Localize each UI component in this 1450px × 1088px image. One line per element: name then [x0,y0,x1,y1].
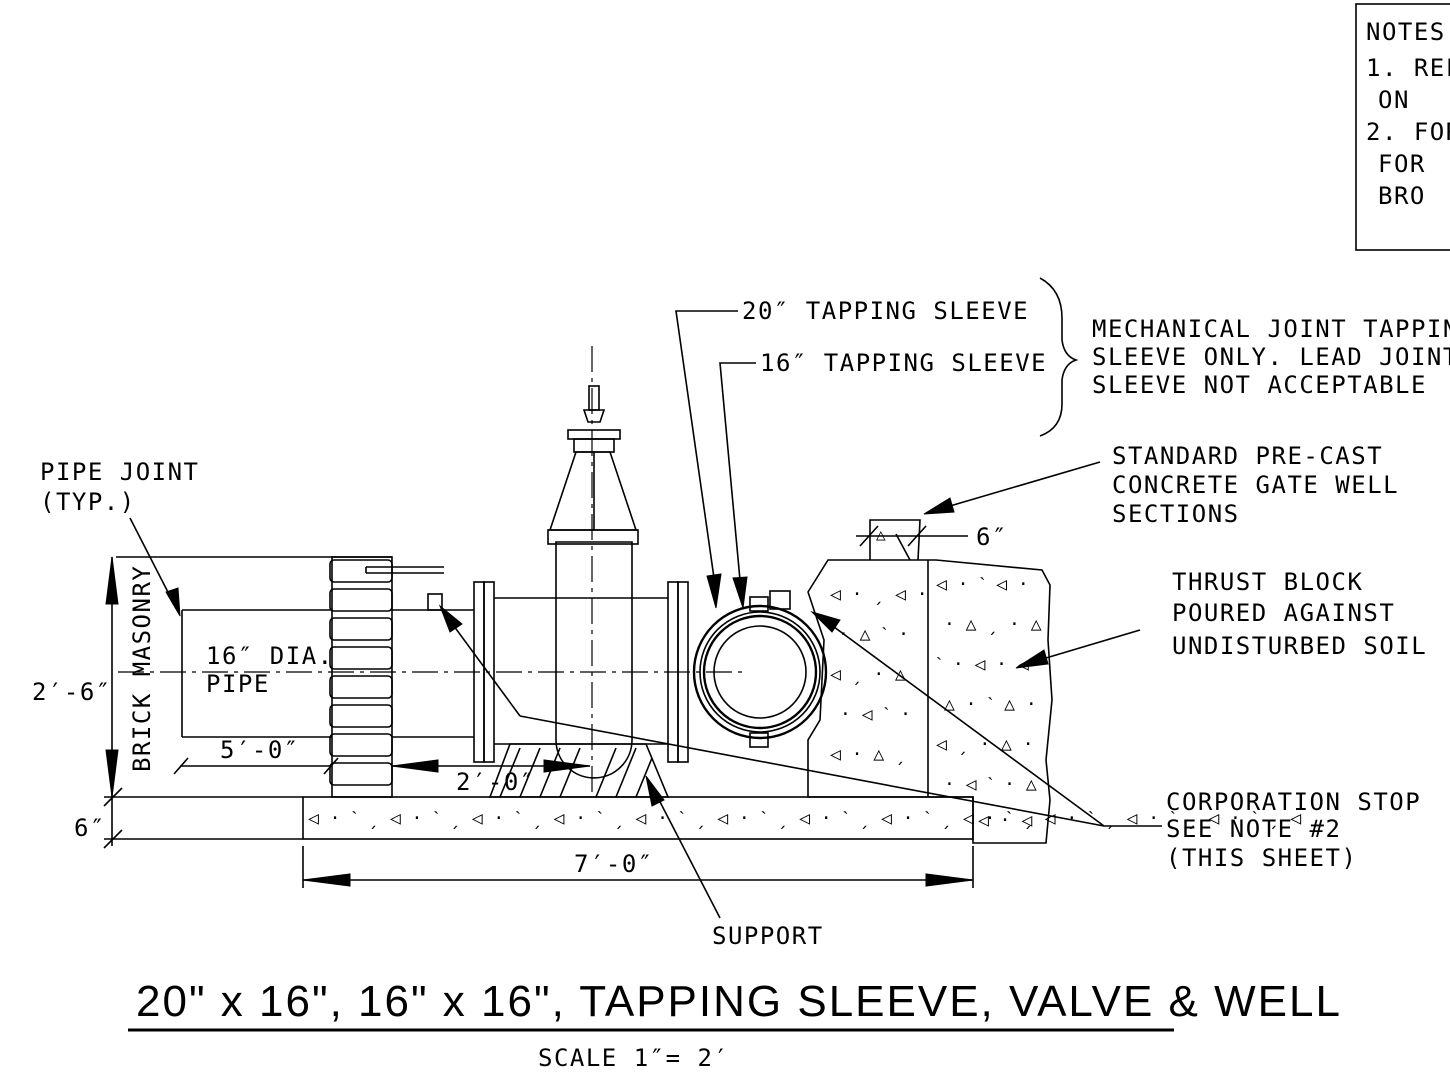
svg-text:· ◁ ˋ ·: · ◁ ˋ · [840,704,911,725]
label-support: SUPPORT [712,922,824,950]
mj-note-line-2: SLEEVE ONLY. LEAD JOINT [1092,343,1450,371]
leader-lines [129,277,1162,919]
svg-text:◁ ˏ · △: ◁ ˏ · △ [830,664,906,685]
dim-base: 6″ [74,814,106,842]
pipe-joint-line-1: PIPE JOINT [40,458,200,486]
brick-masonry-wall [329,556,393,798]
thrust-block-line-1: THRUST BLOCK [1172,568,1363,596]
notes-heading: NOTES [1366,18,1446,46]
pipe-16 [181,593,474,738]
tapping-sleeve [692,590,828,748]
corporation-stop-line-3: (THIS SHEET) [1166,844,1357,872]
corporation-stop-line-2: SEE NOTE #2 [1166,815,1341,843]
valve-support [488,743,670,798]
label-brick-masonry: BRICK MASONRY [128,565,156,772]
pipe-label-line-2: PIPE [206,670,270,698]
svg-text:◁ · ˋ ˏ ◁ · ˋ ˏ ◁ · ˋ ˏ ◁ · ˋ: ◁ · ˋ ˏ ◁ · ˋ ˏ ◁ · ˋ ˏ ◁ · ˋ ˏ ◁ · ˋ ˏ … [308,808,1301,829]
note-line-2: ON [1378,86,1410,114]
note-line-4: FOR [1378,150,1426,178]
note-line-3: 2. FOR [1366,118,1450,146]
pipe-joint-line-2: (TYP.) [40,488,136,516]
svg-text:· △ ˏ · △: · △ ˏ · △ [944,614,1042,635]
svg-text:◁ ˏ · △ ·: ◁ ˏ · △ · [936,734,1034,755]
svg-text:· △ ˋ ·: · △ ˋ · [838,624,909,645]
dim-offset: 5′-0″ [220,736,300,764]
svg-text:◁ · ˏ ◁ ·: ◁ · ˏ ◁ · [830,584,928,605]
notes-box: NOTES 1. REF ON 2. FOR FOR BRO [1355,3,1450,251]
drawing-scale: SCALE 1″= 2′ [538,1044,729,1072]
label-16-tapping-sleeve: 16″ TAPPING SLEEVE [760,349,1047,377]
pipe-label-line-1: 16″ DIA. [206,642,334,670]
mj-note-line-3: SLEEVE NOT ACCEPTABLE [1092,371,1427,399]
note-line-1: 1. REF [1366,54,1450,82]
gate-well-line-2: CONCRETE GATE WELL [1112,471,1399,499]
corporation-stop-line-1: CORPORATION STOP [1166,788,1421,816]
svg-text:ˋ · ◁ · ◁: ˋ · ◁ · ◁ [936,654,1029,675]
thrust-block-line-2: POURED AGAINST [1172,599,1395,627]
label-20-tapping-sleeve: 20″ TAPPING SLEEVE [742,297,1029,325]
dimension-lines [103,525,974,888]
gate-well-line-1: STANDARD PRE-CAST [1112,442,1383,470]
svg-text:△ · ˋ △ ·: △ · ˋ △ · [944,694,1037,715]
dim-wall: 6″ [976,523,1008,551]
dim-total-width: 7′-0″ [574,850,654,878]
concrete-base-slab: ◁ · ˋ ˏ ◁ · ˋ ˏ ◁ · ˋ ˏ ◁ · ˋ ˏ ◁ · ˋ ˏ … [302,796,1301,840]
drawing-title: 20" x 16", 16" x 16", TAPPING SLEEVE, VA… [136,977,1342,1026]
svg-text:◁ · ◁: ◁ · ◁ [978,810,1032,831]
svg-text:◁ · ˋ ◁ ·: ◁ · ˋ ◁ · [936,574,1029,595]
note-line-5: BRO [1378,182,1426,210]
mj-note-line-1: MECHANICAL JOINT TAPPING [1092,315,1450,343]
svg-text:△: △ [876,525,886,544]
thrust-block: ◁ · ˏ ◁ · · △ ˋ · ◁ ˏ · △ · ◁ ˋ · ◁ · △ … [807,519,1053,844]
dim-support-width: 2′-0″ [456,768,536,796]
gate-valve [547,385,639,779]
svg-text:· ◁ ˋ · △: · ◁ ˋ · △ [944,774,1037,795]
thrust-block-line-3: UNDISTURBED SOIL [1172,632,1427,660]
svg-text:◁ · △ ˏ: ◁ · △ ˏ [830,744,906,765]
dim-height: 2′-6″ [32,678,112,706]
gate-well-line-3: SECTIONS [1112,500,1240,528]
